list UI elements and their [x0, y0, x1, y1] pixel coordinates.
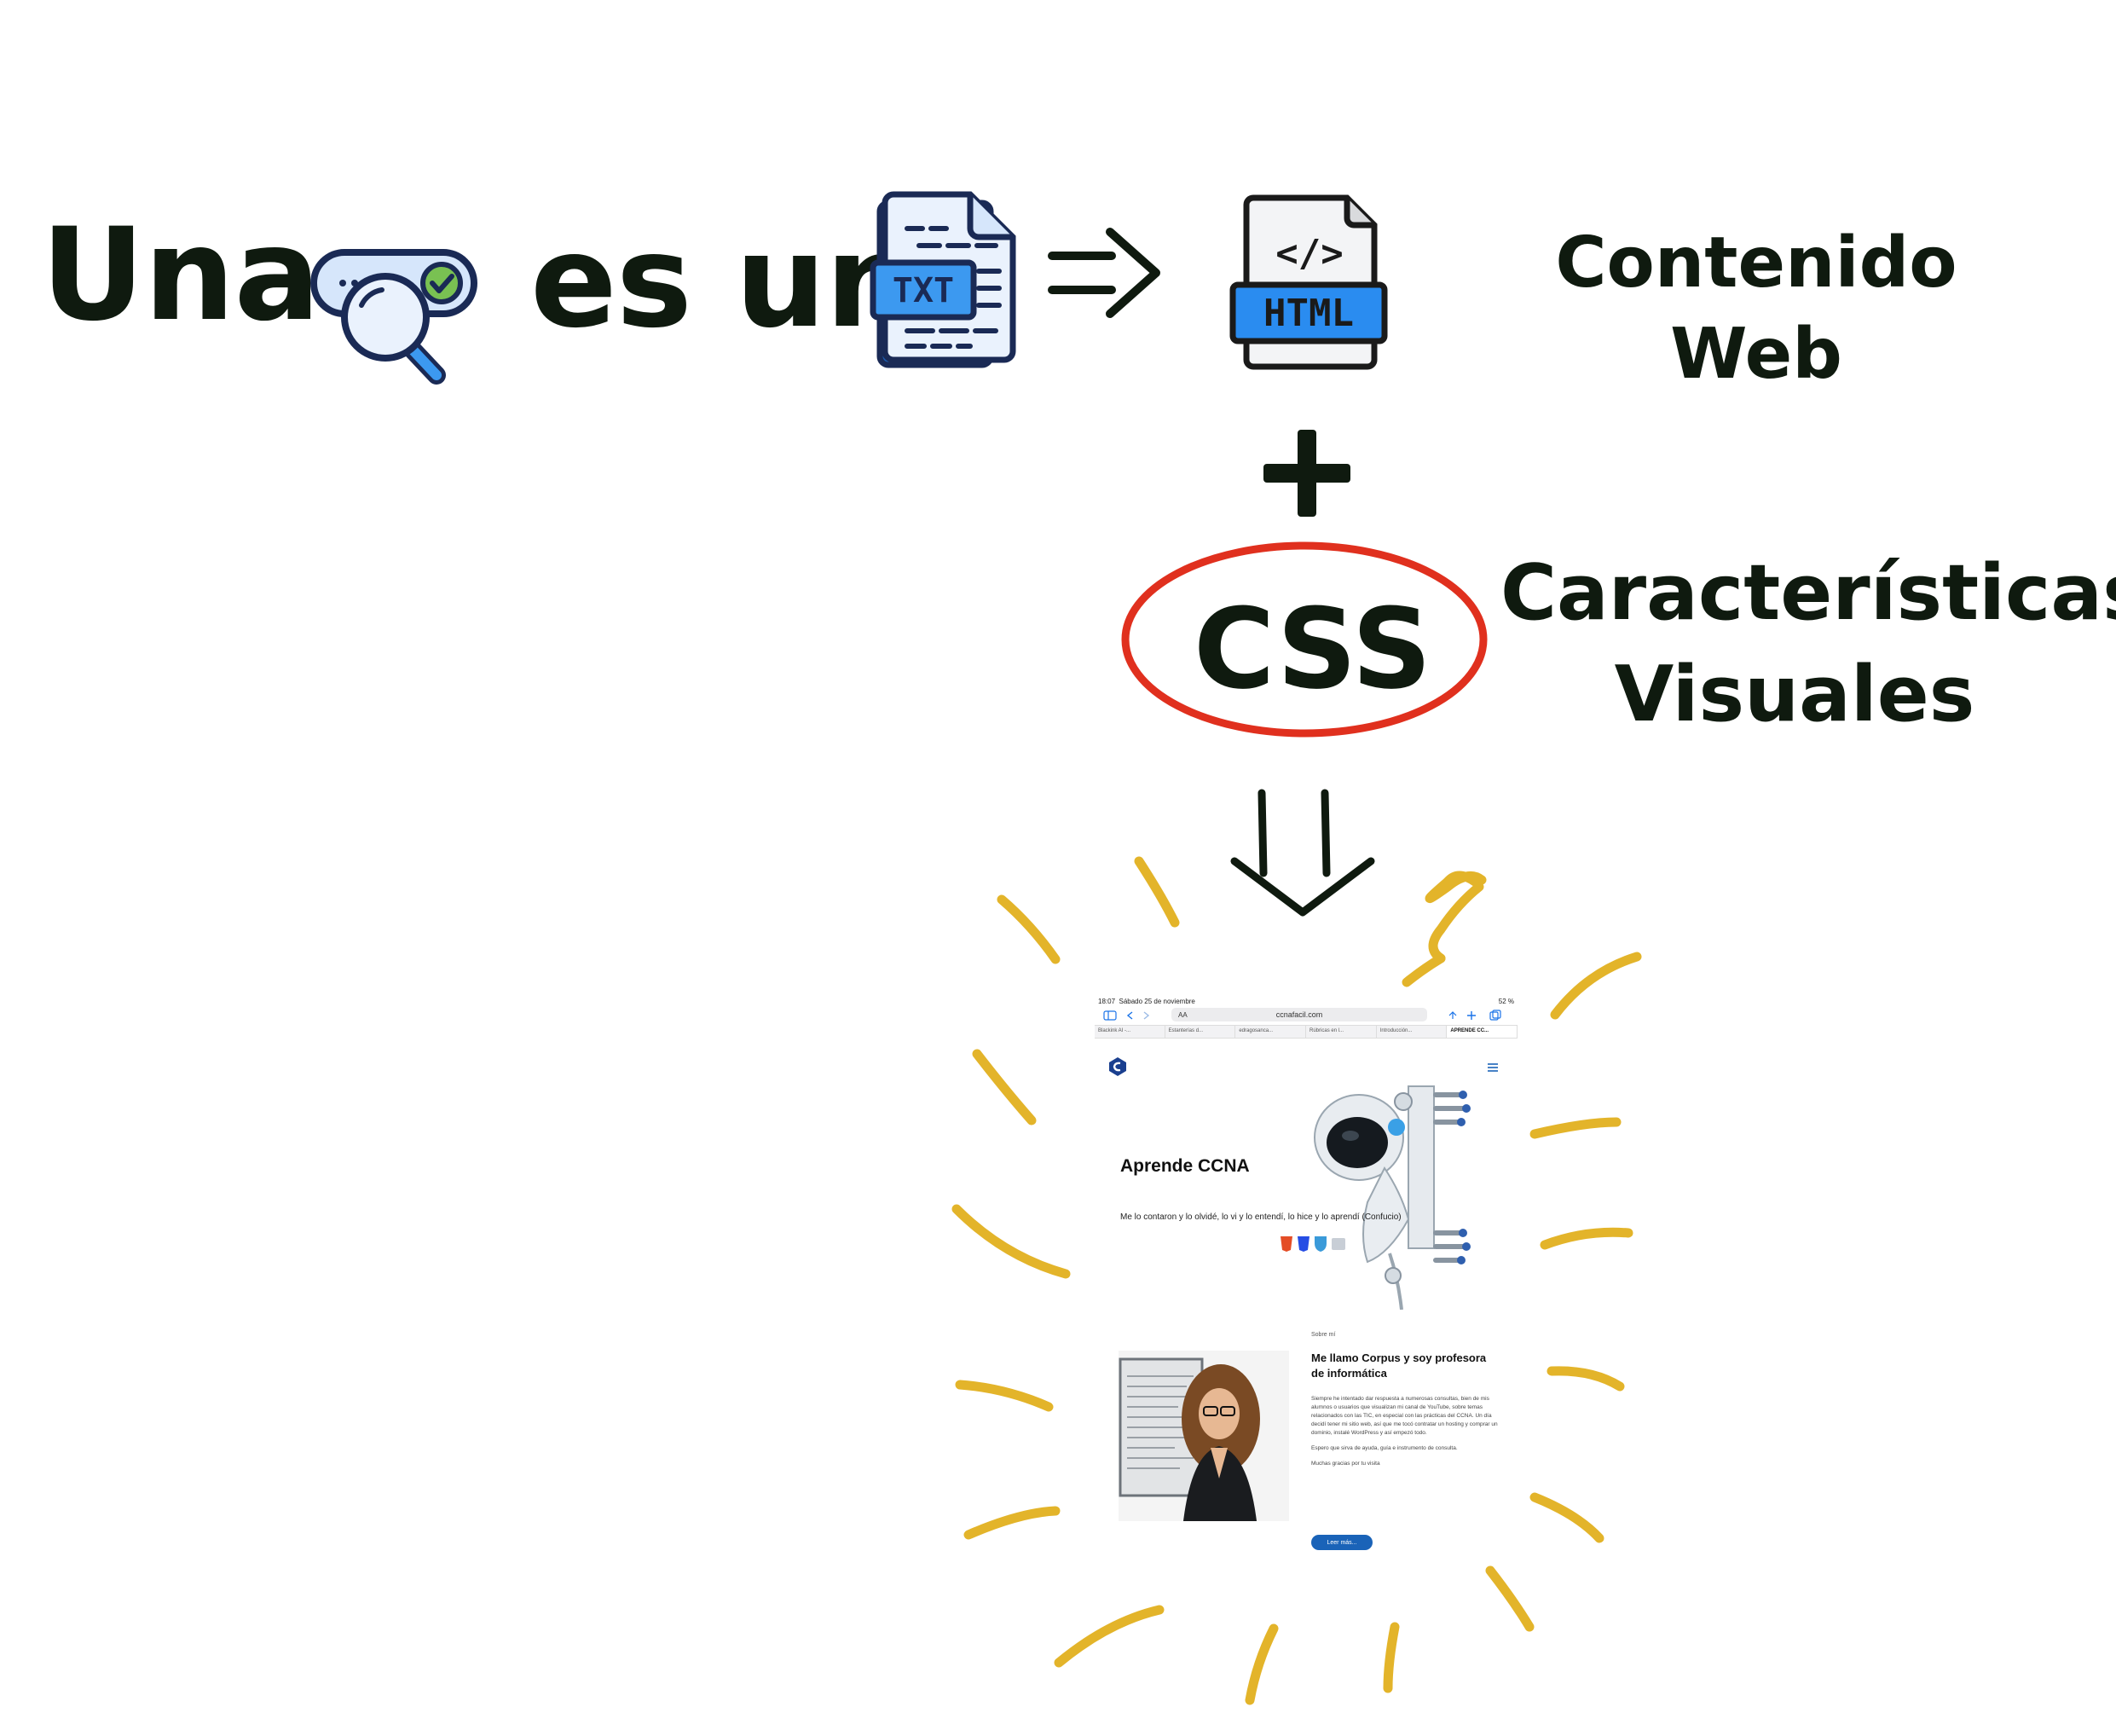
status-time: 18:07: [1098, 997, 1116, 1005]
html-tag-glyph: </>: [1275, 232, 1343, 275]
status-bar: 18:07 Sábado 25 de noviembre 52 %: [1098, 996, 1514, 1006]
hero-title: Aprende CCNA: [1120, 1156, 1250, 1176]
tab-strip: Blackink AI -... Estanterías d... edrago…: [1095, 1025, 1518, 1039]
down-double-arrow-icon: [1230, 789, 1375, 917]
label-contenido: Contenido: [1555, 223, 1957, 304]
about-paragraph: Muchas gracias por tu visita: [1311, 1461, 1380, 1467]
tab-item[interactable]: Estanterías d...: [1165, 1026, 1236, 1038]
status-battery: 52 %: [1498, 997, 1514, 1005]
about-label: Sobre mí: [1311, 1332, 1336, 1338]
sidebar-toggle-icon[interactable]: [1103, 1010, 1154, 1021]
tab-item[interactable]: edragosanca...: [1235, 1026, 1307, 1038]
about-paragraph: Espero que sirva de ayuda, guía e instru…: [1311, 1445, 1458, 1452]
label-visuales: Visuales: [1614, 649, 1975, 739]
tab-item[interactable]: Blackink AI -...: [1095, 1026, 1165, 1038]
profile-photo: [1119, 1351, 1289, 1521]
robot-illustration: [1314, 1085, 1471, 1310]
check-icon: [420, 262, 463, 304]
menu-icon[interactable]: [1487, 1062, 1499, 1073]
word-una: Una: [41, 201, 321, 350]
txt-label: TXT: [893, 271, 954, 310]
url-bar[interactable]: AA ccnafacil.com: [1171, 1008, 1427, 1021]
hero-subtitle: Me lo contaron y lo olvidé, lo vi y lo e…: [1120, 1212, 1402, 1222]
website-screenshot: 18:07 Sábado 25 de noviembre 52 % AA ccn…: [1095, 994, 1518, 1565]
label-caracteristicas-visuales: Características Visuales: [1500, 546, 2116, 743]
css-ellipse: [1121, 541, 1488, 738]
tech-badges: [1281, 1236, 1345, 1252]
txt-file-icon: TXT: [870, 191, 1016, 368]
url-text[interactable]: ccnafacil.com: [1275, 1010, 1323, 1019]
status-date: Sábado 25 de noviembre: [1119, 997, 1195, 1005]
about-title: Me llamo Corpus y soy profesora de infor…: [1311, 1351, 1487, 1380]
about-body: Siempre he intentado dar respuesta a num…: [1311, 1395, 1499, 1475]
plus-icon: [1263, 430, 1350, 517]
tab-item-active[interactable]: APRENDE CC...: [1447, 1026, 1518, 1038]
reader-aa[interactable]: AA: [1178, 1010, 1188, 1019]
html-file-icon: </> HTML: [1229, 194, 1388, 370]
word-es-un: es un: [530, 208, 916, 356]
read-more-button[interactable]: Leer más...: [1311, 1535, 1373, 1550]
site-logo[interactable]: [1107, 1056, 1129, 1078]
implies-arrow-icon: [1048, 228, 1160, 318]
browser-actions-icon[interactable]: [1448, 1010, 1512, 1021]
label-caracteristicas: Características: [1500, 548, 2116, 638]
magnifier-icon: [341, 273, 446, 385]
search-bar-icon: [310, 249, 477, 385]
tab-item[interactable]: Introducción...: [1377, 1026, 1448, 1038]
label-web: Web: [1670, 313, 1842, 395]
css-label: CSS: [1194, 584, 1432, 714]
html-label: HTML: [1263, 292, 1354, 335]
label-contenido-web: Contenido Web: [1535, 220, 1978, 398]
tab-item[interactable]: Rúbricas en l...: [1306, 1026, 1377, 1038]
about-paragraph: Siempre he intentado dar respuesta a num…: [1311, 1396, 1498, 1437]
